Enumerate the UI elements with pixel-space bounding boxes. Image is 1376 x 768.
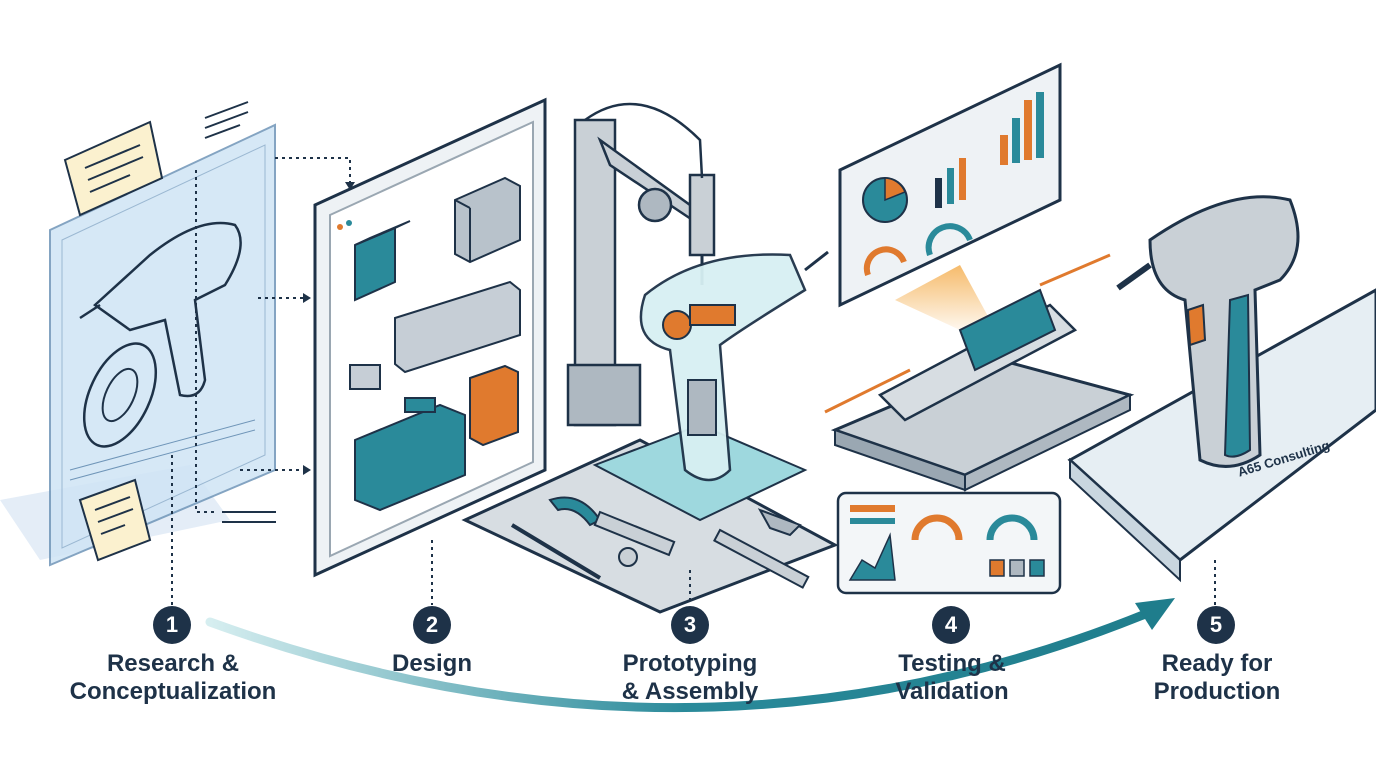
- step-1-label: Research & Conceptualization: [43, 650, 303, 706]
- step-4-label-line2: Validation: [895, 678, 1009, 705]
- robot-arm-icon: [461, 102, 839, 614]
- step-1-number: 1: [153, 606, 191, 644]
- step-2-label: Design: [302, 650, 562, 678]
- finished-drill-icon: [1067, 195, 1376, 605]
- progress-arrow: [205, 598, 1175, 713]
- step-3-label-line1: Prototyping: [622, 650, 758, 677]
- step-5-label-line2: Production: [1153, 678, 1281, 705]
- step-4-label: Testing & Validation: [822, 650, 1082, 706]
- metrics-panel-icon: [836, 491, 1062, 595]
- step-1-label-line1: Research &: [106, 650, 240, 677]
- step-3-number: 3: [671, 606, 709, 644]
- step-5-label-line1: Ready for: [1161, 650, 1273, 677]
- cad-monitor-icon: [313, 97, 547, 605]
- step-5-label: Ready for Production: [1087, 650, 1347, 706]
- step-1-label-line2: Conceptualization: [69, 678, 277, 705]
- step-5-number: 5: [1197, 606, 1235, 644]
- step-2-number: 2: [413, 606, 451, 644]
- blueprint-sketch-icon: [0, 101, 355, 605]
- step-3-label: Prototyping & Assembly: [560, 650, 820, 706]
- step-2-label-line1: Design: [391, 650, 472, 677]
- step-4-number: 4: [932, 606, 970, 644]
- step-4-label-line1: Testing &: [898, 650, 1006, 677]
- step-3-label-line2: & Assembly: [621, 678, 759, 705]
- test-bench-icon: [824, 62, 1135, 492]
